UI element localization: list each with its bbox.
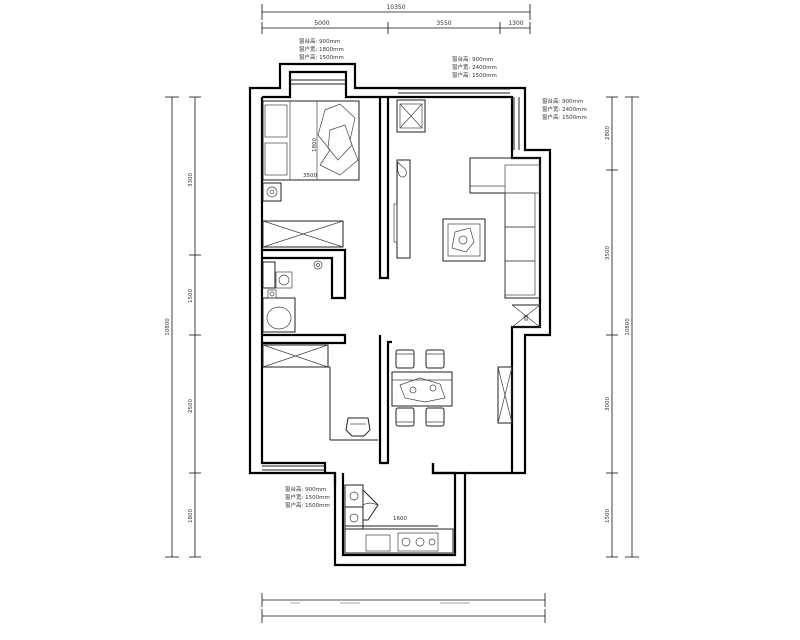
svg-text:窗户宽: 1500mm: 窗户宽: 1500mm: [285, 493, 330, 501]
second-bedroom-desk: [263, 366, 378, 441]
left-segment-dimensions: 3300 1500 2500 1800: [188, 96, 201, 558]
niche-label: 管: [523, 314, 529, 322]
top-segment-dimensions: 5000 3550 1300: [261, 20, 531, 34]
top-segment-1: 5000: [314, 20, 329, 27]
left-overall-label: 10800: [165, 318, 171, 336]
right-segment-3: 3000: [605, 397, 611, 411]
fridge: [396, 99, 426, 133]
svg-text:窗户高: 1500mm: 窗户高: 1500mm: [542, 113, 587, 121]
kitchen: 1600: [344, 484, 454, 554]
nightstand: [262, 182, 282, 202]
bathroom: [262, 260, 323, 333]
right-overall-dimension: 10800: [625, 96, 639, 558]
right-segment-4: 1500: [605, 509, 611, 523]
svg-text:窗户高: 1500mm: 窗户高: 1500mm: [285, 501, 330, 509]
top-overall-dimension: 10350: [261, 4, 531, 20]
kitchen-counter-label: 1600: [393, 516, 407, 522]
top-segment-2: 3550: [436, 20, 451, 27]
svg-text:窗台高: 900mm: 窗台高: 900mm: [299, 37, 340, 45]
interior-walls: [262, 97, 541, 485]
top-overall-label: 10350: [386, 4, 405, 11]
master-bed: 1800 3500: [262, 100, 360, 181]
svg-text:窗户宽: 2400mm: 窗户宽: 2400mm: [452, 63, 497, 71]
right-segment-dimensions: 2800 3500 3000 1500: [605, 96, 618, 558]
svg-text:窗户宽: 2400mm: 窗户宽: 2400mm: [542, 105, 587, 113]
wardrobe-2: [262, 344, 329, 368]
svg-text:管: 管: [523, 314, 529, 322]
left-segment-3: 2500: [188, 399, 194, 413]
dining-chairs: [395, 349, 445, 427]
top-segment-3: 1300: [508, 20, 523, 27]
wardrobe-1: [262, 220, 344, 248]
bottom-dimensions: [261, 593, 546, 623]
left-overall-dimension: 10800: [165, 96, 179, 558]
right-segment-1: 2800: [605, 126, 611, 140]
window-note-2: 窗台高: 900mm 窗户宽: 2400mm 窗户高: 1500mm: [452, 55, 497, 79]
svg-text:窗户宽: 1800mm: 窗户宽: 1800mm: [299, 45, 344, 53]
left-segment-2: 1500: [188, 289, 194, 303]
right-overall-label: 10800: [625, 318, 631, 336]
svg-text:窗台高: 900mm: 窗台高: 900mm: [285, 485, 326, 493]
side-cabinet: [497, 366, 513, 424]
dining-table: [391, 371, 453, 407]
coffee-table: [442, 218, 486, 262]
window-note-1: 窗台高: 900mm 窗户宽: 1800mm 窗户高: 1500mm: [299, 37, 344, 61]
svg-text:窗台高: 900mm: 窗台高: 900mm: [452, 55, 493, 63]
tv-cabinet: [393, 159, 411, 259]
svg-text:窗台高: 900mm: 窗台高: 900mm: [542, 97, 583, 105]
window-note-4: 窗台高: 900mm 窗户宽: 1500mm 窗户高: 1500mm: [285, 485, 330, 509]
bed-length-label: 1800: [312, 138, 318, 152]
left-segment-4: 1800: [188, 509, 194, 523]
svg-text:窗户高: 1500mm: 窗户高: 1500mm: [299, 53, 344, 61]
svg-text:窗户高: 1500mm: 窗户高: 1500mm: [452, 71, 497, 79]
bed-width-label: 3500: [303, 173, 317, 179]
right-segment-2: 3500: [605, 246, 611, 260]
sofa: [469, 157, 541, 299]
window-note-3: 窗台高: 900mm 窗户宽: 2400mm 窗户高: 1500mm: [542, 97, 587, 121]
left-segment-1: 3300: [188, 173, 194, 187]
